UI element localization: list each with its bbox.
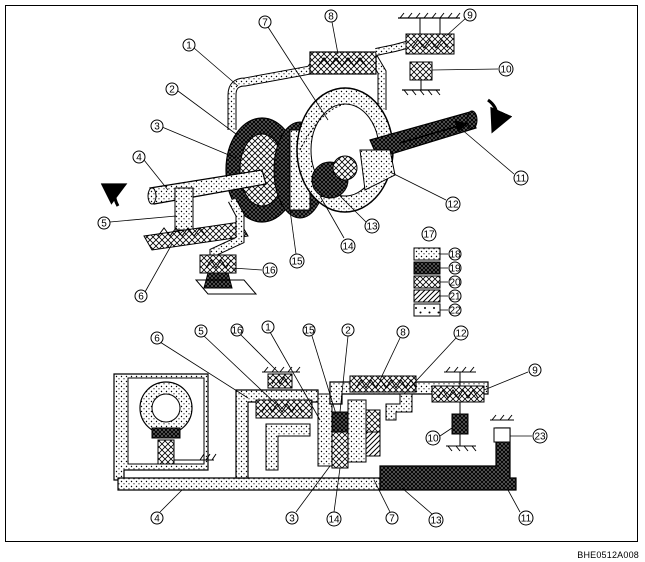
upper-3d-illustration	[100, 12, 513, 295]
lower-schematic	[113, 366, 517, 491]
upper-callout-2: 2	[169, 85, 175, 96]
legend-label-19: 19	[449, 264, 461, 275]
legend-label-20: 20	[449, 278, 461, 289]
lower-callout-13: 13	[430, 516, 442, 527]
lower-callout-8: 8	[400, 328, 406, 339]
upper-callout-3: 3	[154, 122, 160, 133]
upper-callout-6: 6	[138, 292, 144, 303]
lower-callout-2: 2	[345, 326, 351, 337]
legend-swatch-18	[413, 247, 441, 261]
legend-swatch-21	[413, 289, 441, 303]
legend-label-22: 22	[449, 306, 461, 317]
legend-label-21: 21	[449, 292, 461, 303]
lower-callout-15: 15	[303, 326, 315, 337]
upper-callout-4: 4	[136, 153, 142, 164]
upper-callout-11: 11	[516, 174, 527, 185]
legend-swatch-19	[413, 261, 441, 275]
legend-swatch-20	[413, 275, 441, 289]
upper-callout-1: 1	[186, 41, 192, 52]
lower-callout-16: 16	[231, 326, 243, 337]
lower-callout-23: 23	[534, 432, 546, 443]
lower-callout-3: 3	[289, 514, 295, 525]
lower-callouts: 6 5 16 1 15 2 8 12 9 10 23 4	[150, 320, 548, 528]
lower-callout-1: 1	[265, 323, 271, 334]
lower-callout-9: 9	[532, 366, 538, 377]
upper-callout-15: 15	[291, 257, 303, 268]
lower-callout-10: 10	[427, 434, 439, 445]
upper-callout-circle-1	[182, 38, 196, 52]
upper-callout-14: 14	[342, 242, 354, 253]
upper-callout-8: 8	[328, 12, 334, 23]
lower-callout-14: 14	[328, 515, 340, 526]
legend-label-18: 18	[449, 250, 461, 261]
upper-callout-13: 13	[366, 222, 378, 233]
lower-callout-4: 4	[154, 514, 160, 525]
upper-callout-12: 12	[447, 200, 459, 211]
upper-callout-16: 16	[264, 266, 276, 277]
lower-callout-12: 12	[455, 329, 467, 340]
upper-callout-7: 7	[262, 18, 268, 29]
legend: 17 18 19 20 21 22	[413, 226, 462, 317]
upper-callout-5: 5	[101, 219, 107, 230]
legend-title: 17	[423, 230, 435, 241]
valve-body-upper	[309, 51, 377, 75]
lower-callout-11: 11	[521, 514, 532, 525]
lower-callout-7: 7	[389, 514, 395, 525]
lower-callout-6: 6	[154, 334, 160, 345]
figure-code: BHE0512A008	[577, 550, 639, 560]
upper-callout-10: 10	[500, 65, 512, 76]
upper-callout-9: 9	[467, 11, 473, 22]
lower-callout-5: 5	[198, 327, 204, 338]
lower-input-shaft	[117, 477, 381, 491]
upper-callouts: 1 2 3 4 5 6 7 8 9 10 11 12	[97, 8, 529, 303]
legend-swatch-22	[413, 303, 441, 317]
lower-output-shaft	[379, 427, 517, 491]
